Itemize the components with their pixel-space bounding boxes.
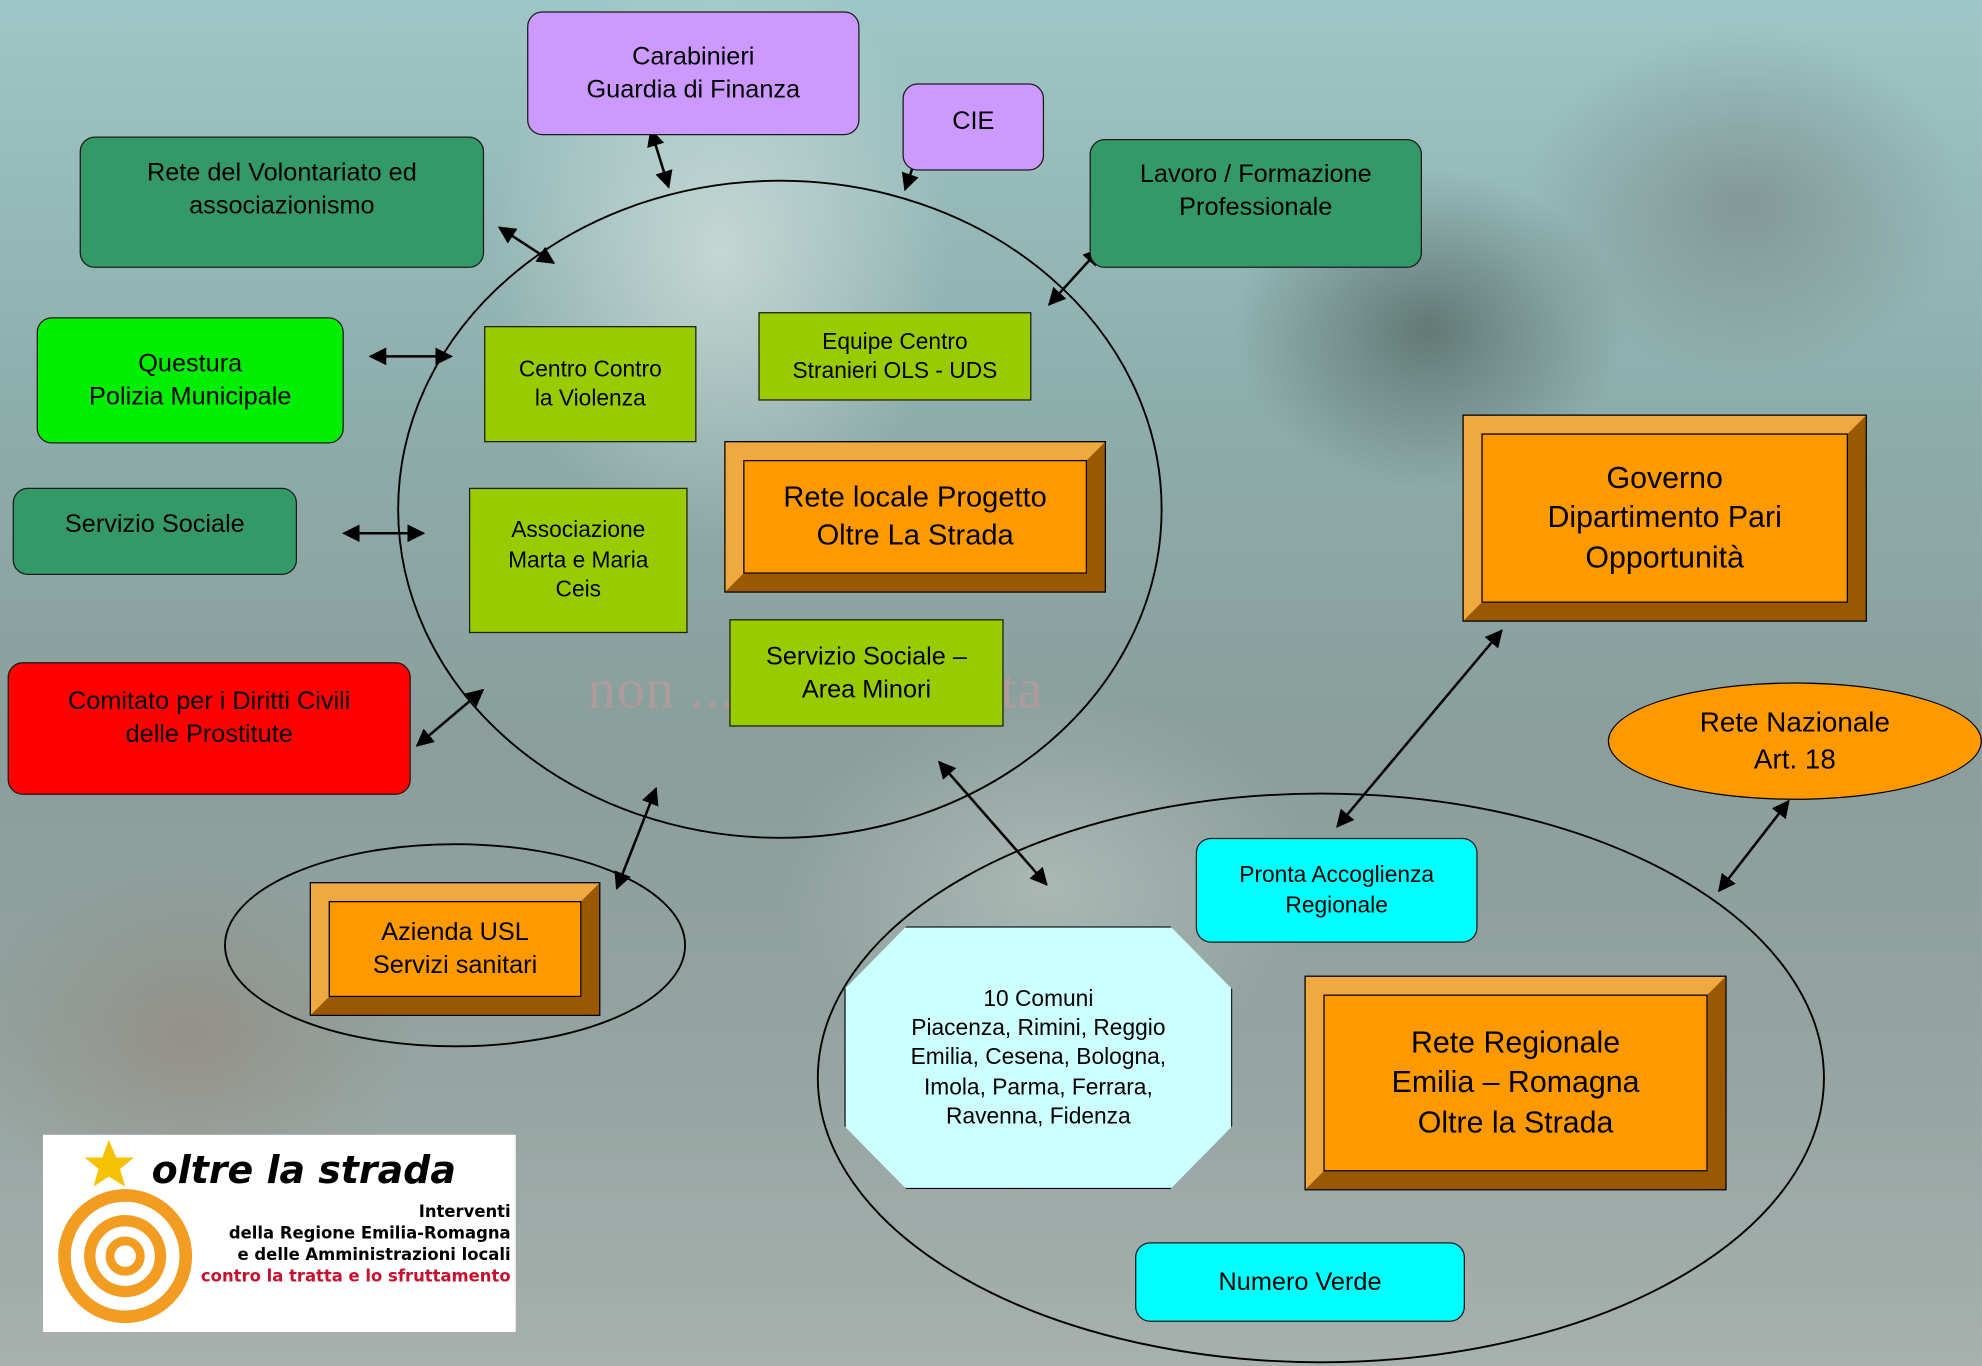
equipe-node: Equipe Centro Stranieri OLS - UDS bbox=[758, 312, 1032, 401]
regional-network-ellipse bbox=[816, 792, 1825, 1364]
rete-regionale-label: Rete Regionale Emilia – Romagna Oltre la… bbox=[1323, 994, 1708, 1172]
volontariato-node: Rete del Volontariato ed associazionismo bbox=[79, 136, 485, 268]
rete-locale-node: Rete locale Progetto Oltre La Strada bbox=[724, 441, 1107, 593]
arrow-local-regional bbox=[937, 760, 1048, 886]
logo-line2: della Regione Emilia-Romagna bbox=[229, 1223, 511, 1242]
azienda-usl-node: Azienda USL Servizi sanitari bbox=[309, 882, 601, 1017]
usl-ellipse bbox=[224, 843, 687, 1048]
logo-brand: oltre la strada bbox=[152, 1148, 456, 1192]
logo-graphic: oltre la strada Interventi della Regione… bbox=[58, 1139, 511, 1324]
rete-locale-label: Rete locale Progetto Oltre La Strada bbox=[743, 459, 1088, 574]
lavoro-node: Lavoro / Formazione Professionale bbox=[1089, 139, 1423, 268]
rete-nazionale-node: Rete Nazionale Art. 18 bbox=[1607, 682, 1982, 800]
associazione-node: Associazione Marta e Maria Ceis bbox=[468, 487, 688, 634]
governo-label: Governo Dipartimento Pari Opportunità bbox=[1481, 433, 1848, 603]
spiral-icon bbox=[58, 1189, 193, 1324]
numero-verde-node: Numero Verde bbox=[1135, 1242, 1465, 1322]
pronta-accoglienza-node: Pronta Accoglienza Regionale bbox=[1195, 837, 1478, 943]
governo-node: Governo Dipartimento Pari Opportunità bbox=[1462, 414, 1867, 622]
cie-node: CIE bbox=[902, 83, 1045, 171]
arrow-volontariato bbox=[497, 226, 556, 264]
comuni-node: 10 Comuni Piacenza, Rimini, Reggio Emili… bbox=[844, 926, 1233, 1190]
local-network-ellipse bbox=[397, 179, 1163, 839]
logo-line4: contro la tratta e lo sfruttamento bbox=[201, 1266, 511, 1285]
servizio-minori-node: Servizio Sociale – Area Minori bbox=[729, 619, 1004, 727]
arrow-governo bbox=[1336, 629, 1503, 828]
carabinieri-node: Carabinieri Guardia di Finanza bbox=[527, 11, 860, 136]
oltre-la-strada-logo: oltre la strada Interventi della Regione… bbox=[42, 1134, 516, 1332]
rete-regionale-node: Rete Regionale Emilia – Romagna Oltre la… bbox=[1304, 975, 1727, 1191]
logo-line3: e delle Amministrazioni locali bbox=[238, 1245, 511, 1264]
arrow-carabinieri bbox=[647, 128, 673, 189]
logo-line1: Interventi bbox=[419, 1202, 511, 1221]
questura-node: Questura Polizia Municipale bbox=[36, 317, 344, 444]
star-icon bbox=[84, 1139, 134, 1187]
arrow-rete-nazionale bbox=[1717, 799, 1790, 893]
azienda-usl-label: Azienda USL Servizi sanitari bbox=[328, 901, 582, 998]
servizio-sociale-node: Servizio Sociale bbox=[12, 487, 298, 575]
arrow-comitato bbox=[415, 688, 485, 747]
centro-violenza-node: Centro Contro la Violenza bbox=[484, 326, 697, 443]
arrow-usl bbox=[614, 786, 659, 891]
comitato-node: Comitato per i Diritti Civili delle Pros… bbox=[7, 662, 411, 795]
